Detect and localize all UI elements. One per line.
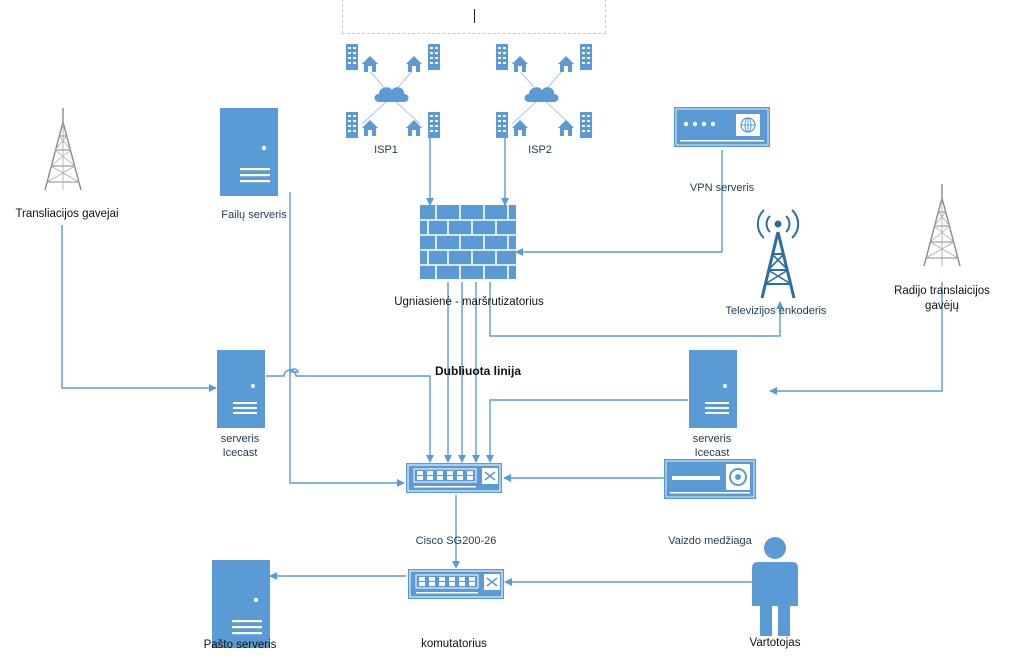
cisco-label: Cisco SG200-26 [415, 535, 497, 547]
icecast-right-label-1: serveris [692, 433, 732, 445]
icecast-right-server-icon [689, 350, 737, 428]
firewall-icon [420, 205, 516, 279]
file-server-label: Failų serveris [221, 209, 287, 221]
cisco-switch-icon [405, 462, 503, 494]
antenna-tower-icon [923, 183, 961, 267]
mail-server-label: Pašto serveris [203, 639, 277, 651]
vpn-label: VPN serveris [689, 182, 755, 194]
text-box[interactable] [342, 0, 606, 34]
switch-icon [407, 568, 505, 600]
dual-line-label: Dubliuota linija [435, 364, 521, 378]
cloud-icon [524, 87, 559, 102]
isp1-label: ISP1 [374, 144, 398, 156]
person-icon [752, 537, 798, 636]
switch-label: komutatorius [421, 638, 487, 650]
antenna-tower-icon [44, 107, 82, 191]
wireless-tower-icon [756, 209, 800, 299]
isp2-label: ISP2 [528, 144, 552, 156]
broadcast-receivers-label: Transliacijos gavejai [15, 208, 119, 220]
video-device-icon [664, 459, 756, 499]
radio-receivers-label-1: Radijo translaicijos [894, 285, 990, 297]
icecast-left-server-icon [217, 350, 265, 428]
file-server-icon [220, 108, 278, 196]
icecast-left-label-2: Icecast [222, 447, 258, 459]
isp2-network [496, 44, 592, 138]
icecast-right-label-2: Icecast [694, 447, 730, 459]
isp1-network [346, 44, 440, 138]
connection-lines [61, 138, 943, 586]
user-label: Vartotojas [749, 637, 801, 649]
video-material-label: Vaizdo medžiaga [668, 535, 752, 547]
radio-receivers-label-2: gavėjų [925, 300, 959, 312]
tv-encoder-label: Televizijos enkoderis [725, 305, 827, 317]
cloud-icon [374, 87, 409, 102]
mail-server-icon [212, 560, 270, 648]
text-caret [474, 9, 475, 23]
firewall-label: Ugniasienė - maršrutizatorius [394, 296, 544, 308]
vpn-appliance-icon [674, 107, 770, 147]
icecast-left-label-1: serveris [220, 433, 260, 445]
